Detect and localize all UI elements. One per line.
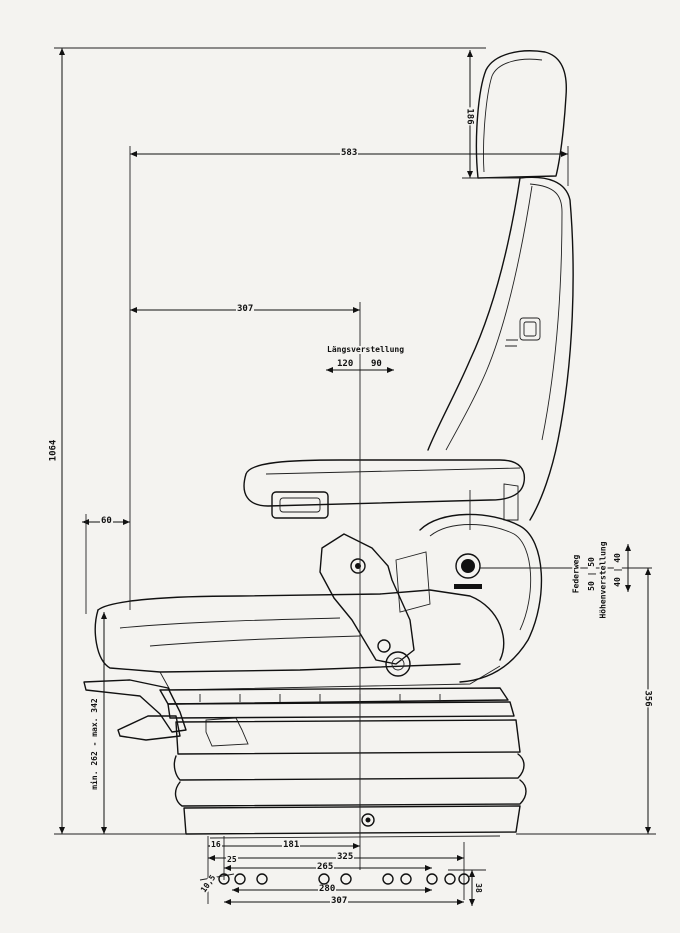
suspension-base: [173, 719, 527, 839]
seat-rails: [159, 687, 515, 719]
dimension-lines: [54, 47, 656, 906]
base-to-axis-height-label: 356: [642, 689, 653, 708]
armrest: [243, 459, 526, 521]
base-181-label: 181: [282, 840, 301, 850]
backrest: [427, 176, 574, 521]
adjustment-lever: [319, 533, 415, 677]
front-offset-label: 60: [100, 516, 113, 526]
seat-cushion: [94, 589, 505, 691]
base-325-label: 325: [336, 852, 355, 862]
headrest-height-label: 186: [464, 107, 475, 126]
base-307-label: 307: [330, 896, 349, 906]
base-25-label: 25: [226, 855, 238, 864]
base-38-label: 38: [473, 882, 483, 894]
length-adjust-front: 90: [370, 359, 383, 369]
base-280-label: 280: [318, 884, 337, 894]
depth-to-axis-label: 307: [236, 304, 255, 314]
base-265-label: 265: [316, 862, 335, 872]
seat-height-range-label: min. 262 - max. 342: [89, 697, 99, 791]
suspension-title: Federweg: [571, 553, 581, 595]
headrest: [475, 50, 567, 179]
depth-total-label: 583: [340, 148, 359, 158]
base-16-label: 16: [210, 840, 222, 849]
height-adjust-title: Höhenverstellung: [598, 540, 608, 620]
hinge-mechanism: [395, 490, 543, 683]
front-handle: [83, 679, 249, 747]
height-adjust-values: 40 | 40: [612, 552, 622, 588]
mounting-holes: [218, 873, 470, 885]
overall-height-label: 1064: [48, 438, 59, 463]
length-adjust-title: Längsverstellung: [326, 345, 406, 354]
suspension-values: 50 | 50: [586, 556, 596, 592]
length-adjust-back: 120: [336, 359, 355, 369]
